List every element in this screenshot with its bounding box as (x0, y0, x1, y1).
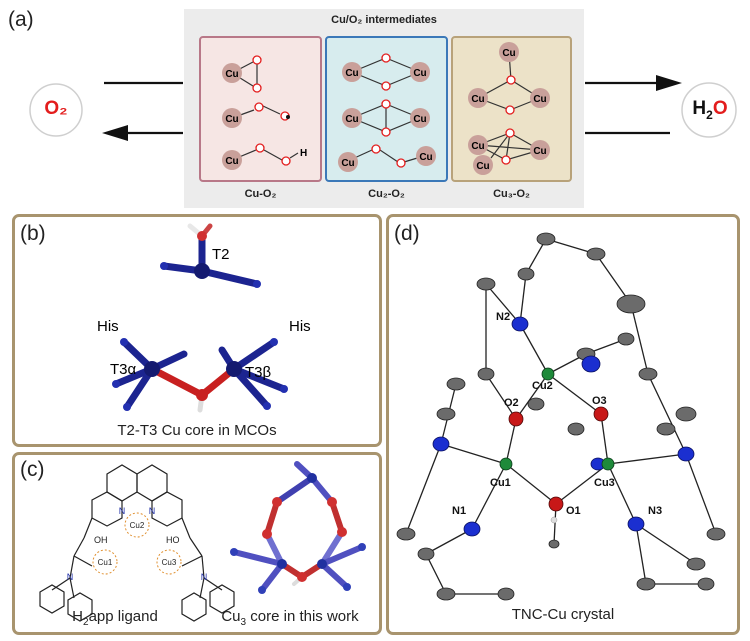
arrow-head-right (656, 75, 682, 91)
o2-molecule-label: O₂ (44, 98, 68, 119)
ligand-oh-right: HO (166, 535, 180, 545)
nitrogen-atoms (432, 316, 695, 537)
n2-label: N2 (496, 311, 510, 323)
h2app-ligand-caption: H2app ligand (45, 608, 185, 628)
n3-label: N3 (648, 505, 662, 517)
o2-circle (29, 83, 83, 137)
cu2-o2-caption: Cu₂-O₂ (368, 188, 405, 200)
cu-o2-side-on (231, 61, 299, 161)
panel-d-label: (d) (394, 222, 420, 245)
cu-atom-label: Cu (413, 68, 426, 79)
cu3-o2-caption: Cu₃-O₂ (493, 188, 530, 200)
panel-b-frame (12, 214, 382, 447)
h2o-o: O (712, 98, 728, 119)
cu-atom-label: Cu (345, 68, 358, 79)
t2-label: T2 (212, 246, 230, 263)
site-cu1: Cu1 (98, 558, 113, 567)
cu-atom-label: Cu (533, 146, 546, 157)
h-atom-label: H (300, 148, 307, 159)
ligand-oh-left: OH (94, 535, 108, 545)
cu2-o2-bonds (349, 57, 425, 163)
cu3-label: Cu3 (594, 477, 615, 489)
cu3-core-pre: Cu (221, 608, 241, 625)
o2-label: O2 (504, 397, 519, 409)
carbon-atoms (396, 232, 726, 601)
h2app-pre: H (72, 608, 84, 625)
cu-atom-label: Cu (471, 141, 484, 152)
h2o-molecule-label: H2O (684, 98, 736, 122)
t3-alpha-label: T3α (110, 361, 137, 378)
cu3-core-caption: Cu3 core in this work (205, 608, 375, 628)
site-cu2: Cu2 (130, 521, 145, 530)
h2app-sub: 2 (83, 617, 89, 628)
t3-beta-label: T3β (245, 364, 272, 381)
his-right-label: His (289, 318, 311, 335)
site-cu3: Cu3 (162, 558, 177, 567)
ligand-n-label: N (149, 506, 156, 516)
oxygen-atoms (508, 406, 609, 512)
h2app-ligand-structure: N N N N OH HO Cu2 Cu1 Cu3 (39, 461, 366, 622)
ligand-n-label: N (67, 572, 74, 582)
reaction-arrows (104, 81, 670, 135)
intermediates-title: Cu/O₂ intermediates (331, 14, 437, 26)
tnc-cu-crystal-structure: N2 N1 N3 Cu2 Cu1 Cu3 O1 O2 O3 (396, 232, 726, 601)
cu-atom-label: Cu (345, 114, 358, 125)
h2o-sub: 2 (706, 107, 713, 122)
arrow-head-left (102, 125, 128, 141)
panel-c-frame (12, 452, 382, 635)
cu-atom-label: Cu (419, 152, 432, 163)
o3-label: O3 (592, 395, 607, 407)
cu3-core-sub: 3 (240, 617, 247, 628)
ligand-n-label: N (119, 506, 126, 516)
t2-t3-core-structure: T2 His His T3α T3β (97, 223, 311, 413)
cu-atom-label: Cu (533, 94, 546, 105)
panel-d-frame (386, 214, 740, 635)
panel-b-caption: T2-T3 Cu core in MCOs (117, 422, 277, 439)
panel-c-label: (c) (20, 458, 45, 481)
cu3-core-structure (231, 461, 365, 593)
h2app-post: app ligand (88, 608, 158, 625)
o1-label: O1 (566, 505, 581, 517)
copper-atoms (499, 367, 615, 471)
his-left-label: His (97, 318, 119, 335)
panel-a-label: (a) (8, 8, 34, 31)
n1-label: N1 (452, 505, 466, 517)
ligand-n-label: N (201, 572, 208, 582)
cu-atom-label: Cu (225, 156, 238, 167)
cu-atom-label: Cu (225, 114, 238, 125)
panel-b-label: (b) (20, 222, 46, 245)
cu-o2-caption: Cu-O₂ (244, 188, 277, 200)
cu-atom-label: Cu (471, 94, 484, 105)
h2o-circle (681, 82, 737, 138)
panel-d-caption: TNC-Cu crystal (511, 606, 615, 623)
intermediates-structures: Cu Cu Cu H Cu Cu Cu Cu Cu Cu (29, 42, 737, 175)
cu-atom-label: Cu (341, 158, 354, 169)
h2o-h: H (692, 98, 707, 119)
cu-atom-label: Cu (225, 69, 238, 80)
cu-atom-label: Cu (413, 114, 426, 125)
cu3-core-post: core in this work (246, 608, 359, 625)
cu-atom-label: Cu (502, 48, 515, 59)
cu1-label: Cu1 (490, 477, 511, 489)
cu2-label: Cu2 (532, 380, 553, 392)
cu-atom-label: Cu (476, 161, 489, 172)
